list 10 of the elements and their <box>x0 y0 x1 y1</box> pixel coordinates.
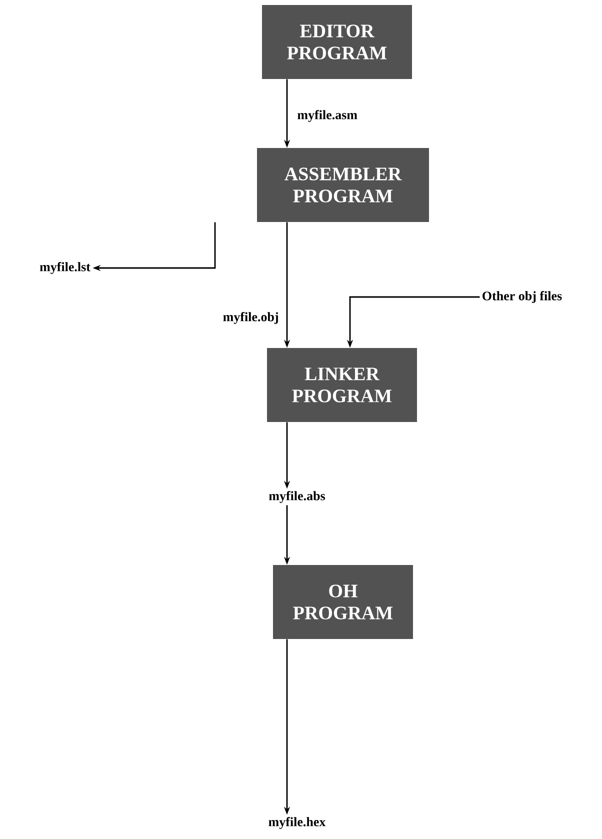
file-label: myfile.hex <box>268 817 326 829</box>
file-label: Other obj files <box>482 291 562 303</box>
file-label: myfile.lst <box>40 262 90 274</box>
program-box: EDITOR PROGRAM <box>262 5 412 79</box>
program-box: OH PROGRAM <box>273 565 413 639</box>
edge-label: myfile.obj <box>222 311 280 325</box>
file-label: myfile.abs <box>269 491 326 503</box>
program-box: LINKER PROGRAM <box>267 348 417 422</box>
edge-label: myfile.asm <box>296 109 358 123</box>
program-box: ASSEMBLER PROGRAM <box>257 148 429 222</box>
